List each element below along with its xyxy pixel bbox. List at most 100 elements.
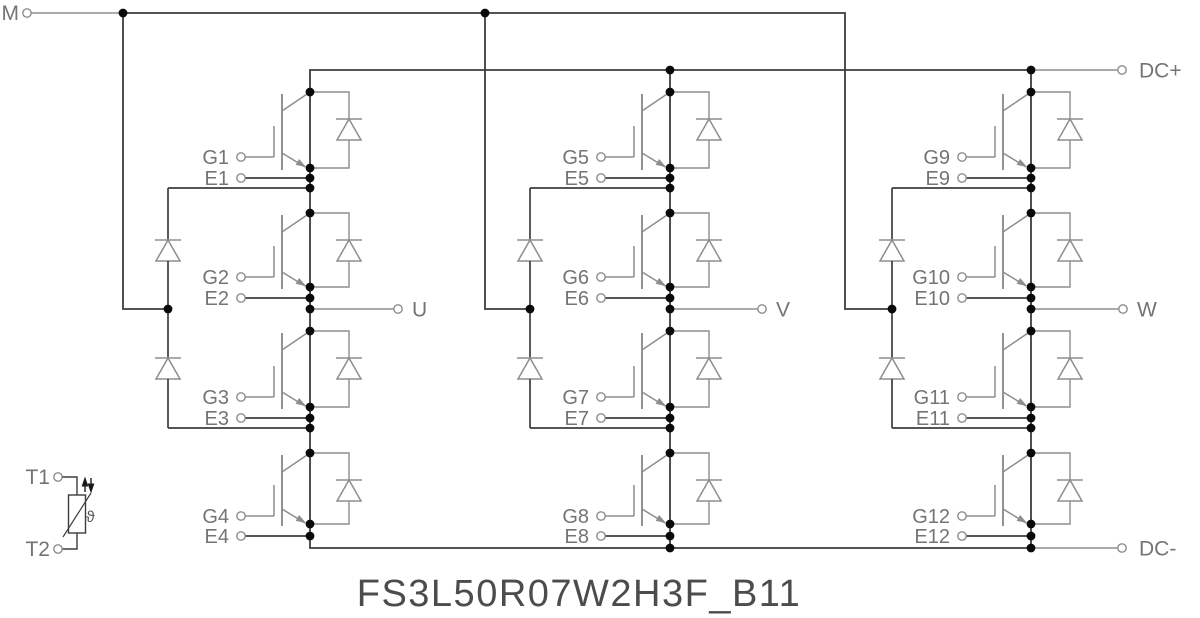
freewheel-diode bbox=[695, 117, 723, 141]
terminal-circle-u bbox=[393, 304, 403, 314]
junction-dot bbox=[665, 423, 675, 433]
junction-dot bbox=[887, 304, 897, 314]
freewheel-wire bbox=[1031, 379, 1071, 408]
freewheel-wire bbox=[310, 330, 350, 358]
junction-dot bbox=[305, 87, 315, 97]
junction-dot bbox=[305, 304, 315, 314]
emitter-label-e9: E9 bbox=[926, 168, 950, 190]
emitter-label-e10: E10 bbox=[914, 288, 950, 310]
freewheel-wire bbox=[310, 91, 350, 119]
clamp-diode-lower bbox=[516, 356, 544, 380]
terminal-circle-t1 bbox=[53, 472, 63, 482]
junction-dot bbox=[1026, 282, 1036, 292]
junction-dot bbox=[118, 8, 128, 18]
freewheel-wire bbox=[1031, 501, 1071, 525]
freewheel-diode bbox=[1056, 356, 1084, 380]
gate-label-g7: G7 bbox=[562, 387, 589, 409]
terminal-circle-e6 bbox=[596, 293, 606, 303]
freewheel-wire bbox=[670, 330, 710, 358]
terminal-circle-g3 bbox=[236, 392, 246, 402]
gate-label-g11: G11 bbox=[914, 387, 950, 409]
freewheel-wire bbox=[1031, 91, 1071, 119]
freewheel-wire bbox=[670, 212, 710, 240]
terminal-circle-g11 bbox=[957, 392, 967, 402]
freewheel-diode bbox=[695, 356, 723, 380]
igbt-collector-lead bbox=[281, 212, 311, 233]
junction-dot bbox=[665, 173, 675, 183]
junction-dot bbox=[305, 402, 315, 412]
junction-dot bbox=[525, 304, 535, 314]
terminal-circle-e4 bbox=[236, 531, 246, 541]
junction-dot bbox=[665, 304, 675, 314]
igbt-collector-lead bbox=[1002, 452, 1032, 473]
thermistor-theta-symbol: ϑ bbox=[86, 509, 95, 526]
gate-label-g8: G8 bbox=[562, 506, 589, 528]
freewheel-wire bbox=[310, 261, 350, 288]
junction-dot bbox=[305, 413, 315, 423]
junction-dot bbox=[1026, 208, 1036, 218]
terminal-circle-g7 bbox=[596, 392, 606, 402]
gate-label-g4: G4 bbox=[202, 506, 229, 528]
junction-dot bbox=[665, 208, 675, 218]
junction-dot bbox=[1026, 423, 1036, 433]
igbt-emitter-arrow bbox=[295, 278, 306, 286]
terminal-label-t1: T1 bbox=[25, 466, 50, 489]
gate-label-g3: G3 bbox=[202, 387, 229, 409]
igbt-collector-lead bbox=[641, 330, 671, 351]
junction-dot bbox=[1026, 326, 1036, 336]
clamp-diode-upper bbox=[878, 238, 906, 262]
igbt-collector-lead bbox=[641, 91, 671, 112]
clamp-diode-upper bbox=[154, 238, 182, 262]
junction-dot bbox=[163, 304, 173, 314]
emitter-label-e6: E6 bbox=[565, 288, 589, 310]
junction-dot bbox=[305, 448, 315, 458]
freewheel-wire bbox=[1031, 330, 1071, 358]
freewheel-diode bbox=[335, 478, 363, 502]
gate-label-g1: G1 bbox=[202, 147, 229, 169]
freewheel-diode bbox=[1056, 117, 1084, 141]
junction-dot bbox=[665, 326, 675, 336]
terminal-circle-e2 bbox=[236, 293, 246, 303]
junction-dot bbox=[665, 163, 675, 173]
thermistor-wire bbox=[62, 476, 78, 495]
freewheel-wire bbox=[670, 140, 710, 169]
igbt-emitter-arrow bbox=[295, 398, 306, 406]
junction-dot bbox=[305, 163, 315, 173]
junction-dot bbox=[1026, 448, 1036, 458]
junction-dot bbox=[1026, 163, 1036, 173]
junction-dot bbox=[665, 519, 675, 529]
gate-label-g10: G10 bbox=[912, 267, 950, 289]
gate-label-g12: G12 bbox=[912, 506, 950, 528]
freewheel-diode bbox=[1056, 238, 1084, 262]
terminal-label-m: M bbox=[2, 2, 20, 25]
terminal-circle-dc-minus bbox=[1117, 543, 1127, 553]
emitter-label-e2: E2 bbox=[205, 288, 229, 310]
freewheel-wire bbox=[670, 452, 710, 480]
freewheel-wire bbox=[670, 501, 710, 525]
igbt-emitter-arrow bbox=[295, 515, 306, 523]
junction-dot bbox=[305, 326, 315, 336]
igbt-collector-lead bbox=[281, 452, 311, 473]
part-number-title: FS3L50R07W2H3F_B11 bbox=[357, 573, 802, 615]
terminal-circle-e12 bbox=[957, 531, 967, 541]
igbt-emitter-arrow bbox=[655, 278, 666, 286]
igbt-emitter-arrow bbox=[655, 159, 666, 167]
terminal-label-v: V bbox=[776, 299, 790, 322]
freewheel-wire bbox=[670, 91, 710, 119]
igbt-emitter-arrow bbox=[1016, 278, 1027, 286]
igbt-collector-lead bbox=[641, 452, 671, 473]
junction-dot bbox=[1026, 543, 1036, 553]
freewheel-diode bbox=[335, 238, 363, 262]
terminal-circle-v bbox=[757, 304, 767, 314]
thermistor-arrow-down-head bbox=[87, 483, 95, 494]
terminal-circle-e5 bbox=[596, 173, 606, 183]
igbt-collector-lead bbox=[641, 212, 671, 233]
terminal-label-w: W bbox=[1137, 299, 1157, 322]
freewheel-diode bbox=[695, 238, 723, 262]
freewheel-wire bbox=[1031, 212, 1071, 240]
junction-dot bbox=[1026, 413, 1036, 423]
junction-dot bbox=[1026, 293, 1036, 303]
